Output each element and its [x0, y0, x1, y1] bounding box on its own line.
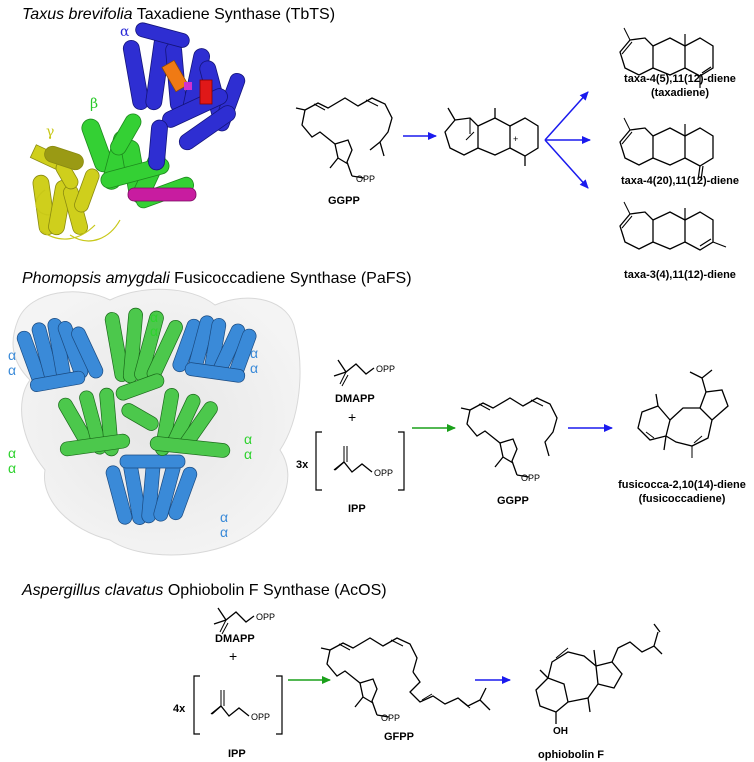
pafs-ipp-label: IPP	[348, 503, 366, 515]
pafs-ipp-brackets	[315, 431, 405, 491]
pafs-alpha-label-left-2: α	[8, 362, 16, 378]
pafs-alpha-label-top-2: α	[150, 323, 158, 339]
taxa-4-20-diene-structure	[619, 117, 714, 181]
pafs-alpha-left	[16, 318, 104, 392]
pafs-alpha-label-lmid-2: α	[8, 460, 16, 476]
pafs-alpha-label-right-1: α	[250, 345, 258, 361]
acos-dmapp-structure	[213, 607, 255, 635]
alpha-domain-label: α	[120, 24, 130, 40]
pafs-dmapp-opp: OPP	[376, 364, 395, 374]
pafs-dmapp-label: DMAPP	[335, 393, 375, 405]
pafs-alpha-right	[172, 315, 257, 383]
pafs-ipp-count: 3x	[296, 459, 309, 471]
pafs-ggpp-structure	[460, 397, 558, 478]
tbts-ggpp-opp: OPP	[356, 174, 375, 184]
pafs-alpha-label-bottom-1: α	[220, 509, 228, 525]
ophiobolin-f-structure	[535, 623, 663, 724]
pafs-alpha-label-rmid-2: α	[244, 446, 252, 462]
pafs-alpha-label-left-1: α	[8, 347, 16, 363]
acos-gfpp-structure	[320, 637, 491, 718]
acos-plus-sign: +	[229, 648, 237, 664]
acos-dmapp-opp: OPP	[256, 612, 275, 622]
tbts-red-helix	[199, 79, 213, 105]
taxa-4-20-diene-label: taxa-4(20),11(12)-diene	[621, 175, 739, 187]
taxadiene-common-name: (taxadiene)	[651, 87, 709, 99]
tbts-ligand	[184, 82, 192, 90]
ophiobolin-oh: OH	[553, 726, 568, 737]
tbts-orange-helix	[161, 59, 189, 93]
fusicoccadiene-common-name: (fusicoccadiene)	[639, 493, 726, 505]
tbts-protein-structure: α β γ	[29, 22, 246, 242]
cation-plus: +	[513, 134, 518, 144]
pafs-ggpp-label: GGPP	[497, 495, 529, 507]
taxadiene-structure	[619, 27, 714, 88]
tbts-arrow-up	[544, 91, 589, 141]
acos-section-title: Aspergillus clavatus Ophiobolin F Syntha…	[22, 582, 387, 599]
acos-ipp-structure	[210, 690, 250, 717]
acos-gfpp-opp: OPP	[381, 713, 400, 723]
pafs-alpha-label-rmid-1: α	[244, 431, 252, 447]
beta-domain-label: β	[90, 96, 98, 112]
tbts-magenta-helix	[127, 187, 197, 202]
pafs-ipp-structure	[333, 446, 373, 473]
pafs-plus-sign: +	[348, 409, 356, 425]
acos-ipp-brackets	[193, 675, 283, 735]
gamma-domain-label: γ	[46, 124, 54, 140]
pafs-dmapp-structure	[333, 359, 375, 387]
taxa-3-4-diene-label: taxa-3(4),11(12)-diene	[624, 269, 736, 281]
pafs-alpha-label-lmid-1: α	[8, 445, 16, 461]
pafs-alpha-bottom	[105, 454, 198, 525]
acos-ipp-count: 4x	[173, 703, 186, 715]
tbts-arrow-down	[544, 139, 589, 189]
pafs-alpha-label-bottom-2: α	[220, 524, 228, 540]
taxa-3-4-diene-structure	[619, 201, 727, 251]
pafs-protein-structure: α α α α α α α α α α α α	[8, 288, 301, 556]
tbts-gamma-loops	[35, 189, 121, 242]
tbts-alpha-domain	[122, 22, 246, 171]
tbts-gamma-domain	[29, 144, 100, 236]
tbts-ggpp-structure	[295, 97, 393, 179]
pafs-section-title: Phomopsis amygdali Fusicoccadiene Syntha…	[22, 270, 412, 287]
acos-ipp-label: IPP	[228, 748, 246, 760]
fusicoccadiene-label: fusicocca-2,10(14)-diene	[618, 479, 746, 491]
acos-gfpp-label: GFPP	[384, 731, 414, 743]
ophiobolin-f-label: ophiobolin F	[538, 749, 604, 761]
acos-dmapp-label: DMAPP	[215, 633, 255, 645]
tbts-ggpp-label: GGPP	[328, 195, 360, 207]
tbts-cation-intermediate	[444, 107, 539, 166]
pafs-ipp-opp: OPP	[374, 468, 393, 478]
pafs-alpha-label-top-1: α	[150, 309, 158, 325]
pafs-ggpp-opp: OPP	[521, 473, 540, 483]
acos-ipp-opp: OPP	[251, 712, 270, 722]
pafs-green-core	[58, 307, 231, 458]
fusicoccadiene-structure	[637, 369, 729, 458]
taxadiene-label: taxa-4(5),11(12)-diene	[624, 73, 736, 85]
tbts-section-title: Taxus brevifolia Taxadiene Synthase (TbT…	[22, 6, 336, 23]
pafs-alpha-label-right-2: α	[250, 360, 258, 376]
